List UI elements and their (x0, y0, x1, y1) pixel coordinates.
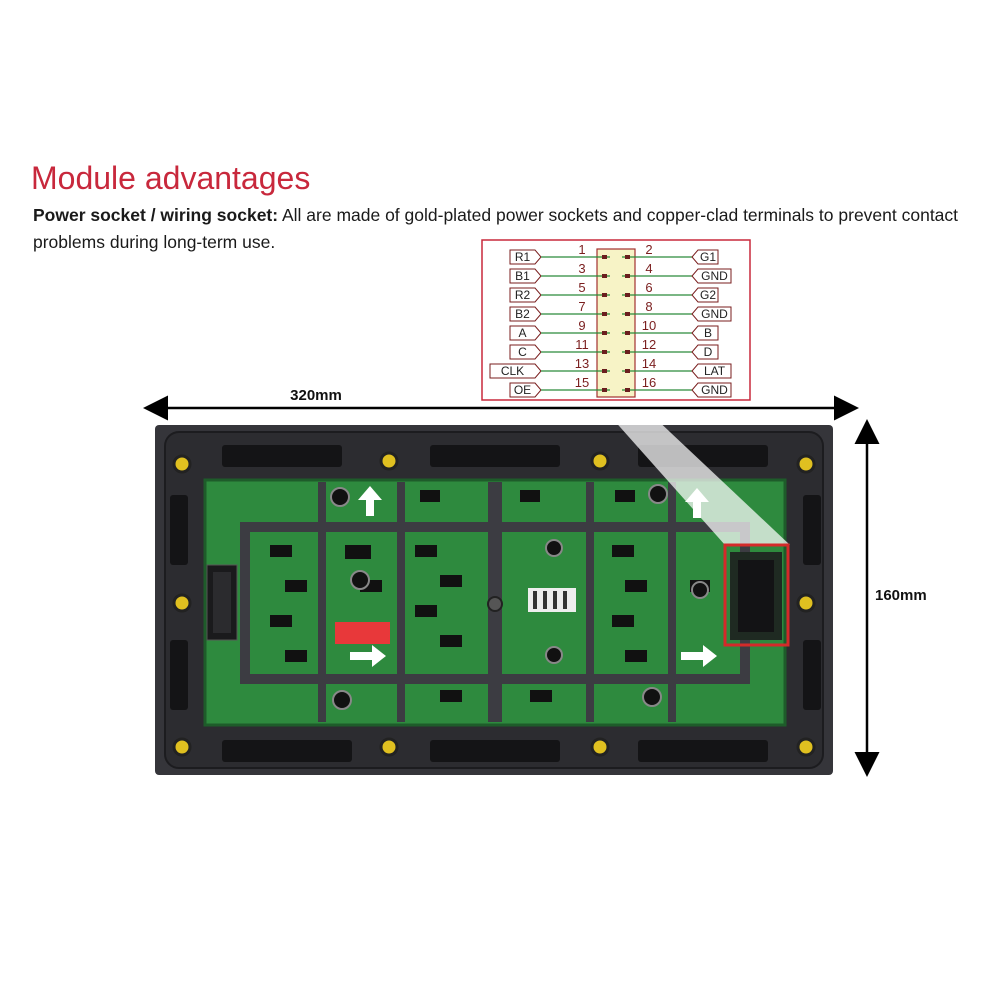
pin-tag-right (691, 382, 732, 398)
pin-label-left: OE (514, 383, 531, 397)
pin-label-left: B1 (515, 269, 530, 283)
pin-number-right: 16 (642, 375, 656, 390)
pin-number-left: 7 (578, 299, 585, 314)
pin-tag-right (691, 325, 719, 341)
pin-pad-left (602, 293, 607, 297)
pin-tag-right (691, 306, 732, 322)
pin-pad-right (625, 388, 630, 392)
pin-tag-left (509, 249, 542, 265)
pin-tag-left (509, 344, 542, 360)
pin-pad-left (602, 274, 607, 278)
pin-label-left: C (518, 345, 527, 359)
pin-number-left: 5 (578, 280, 585, 295)
description: Power socket / wiring socket: All are ma… (33, 202, 973, 256)
pin-pad-right (625, 369, 630, 373)
pin-number-left: 11 (575, 337, 589, 352)
description-bold: Power socket / wiring socket: (33, 205, 279, 225)
zoom-beam (596, 400, 790, 545)
pin-label-right: LAT (704, 364, 726, 378)
pin-pad-right (625, 312, 630, 316)
pin-number-left: 1 (578, 242, 585, 257)
height-label: 160mm (875, 587, 927, 604)
pin-label-left: A (518, 326, 526, 340)
pin-label-right: GND (701, 269, 728, 283)
pin-number-right: 10 (642, 318, 656, 333)
led-module (155, 425, 833, 775)
pin-label-right: B (704, 326, 712, 340)
description-text: All are made of gold-plated power socket… (33, 205, 959, 252)
pin-label-left: B2 (515, 307, 530, 321)
pin-tag-left (509, 382, 542, 398)
pin-pad-left (602, 255, 607, 259)
pin-tag-left (509, 287, 542, 303)
pin-pad-left (602, 331, 607, 335)
pin-tag-left (509, 306, 542, 322)
pin-label-left: R2 (515, 288, 531, 302)
pin-pad-left (602, 388, 607, 392)
pin-tag-right (691, 287, 719, 303)
pin-pad-right (625, 331, 630, 335)
pin-pad-right (625, 350, 630, 354)
pin-pad-right (625, 255, 630, 259)
pin-pad-left (602, 350, 607, 354)
pin-number-right: 12 (642, 337, 656, 352)
pin-label-right: GND (701, 383, 728, 397)
pin-number-left: 15 (575, 375, 589, 390)
pin-pad-right (625, 293, 630, 297)
pin-number-right: 4 (645, 261, 652, 276)
pin-number-right: 6 (645, 280, 652, 295)
pin-tag-right (691, 249, 719, 265)
pin-number-left: 3 (578, 261, 585, 276)
section-heading: Module advantages (31, 160, 311, 196)
connector-highlight-box (723, 543, 790, 647)
pin-number-left: 13 (575, 356, 589, 371)
pin-number-right: 2 (645, 242, 652, 257)
pin-tag-right (691, 344, 719, 360)
pin-tag-left (509, 325, 542, 341)
pin-pad-left (602, 369, 607, 373)
pin-tag-left (489, 363, 542, 379)
pin-label-right: G2 (700, 288, 716, 302)
width-label: 320mm (290, 387, 342, 404)
pin-number-left: 9 (578, 318, 585, 333)
pin-tag-left (509, 268, 542, 284)
pin-label-right: G1 (700, 250, 716, 264)
pin-tag-right (691, 268, 732, 284)
pin-label-left: CLK (501, 364, 524, 378)
pin-pad-right (625, 274, 630, 278)
pin-number-right: 14 (642, 356, 656, 371)
pin-pad-left (602, 312, 607, 316)
pin-label-right: D (704, 345, 713, 359)
pin-label-right: GND (701, 307, 728, 321)
pin-number-right: 8 (645, 299, 652, 314)
pin-label-left: R1 (515, 250, 531, 264)
pin-tag-right (691, 363, 732, 379)
